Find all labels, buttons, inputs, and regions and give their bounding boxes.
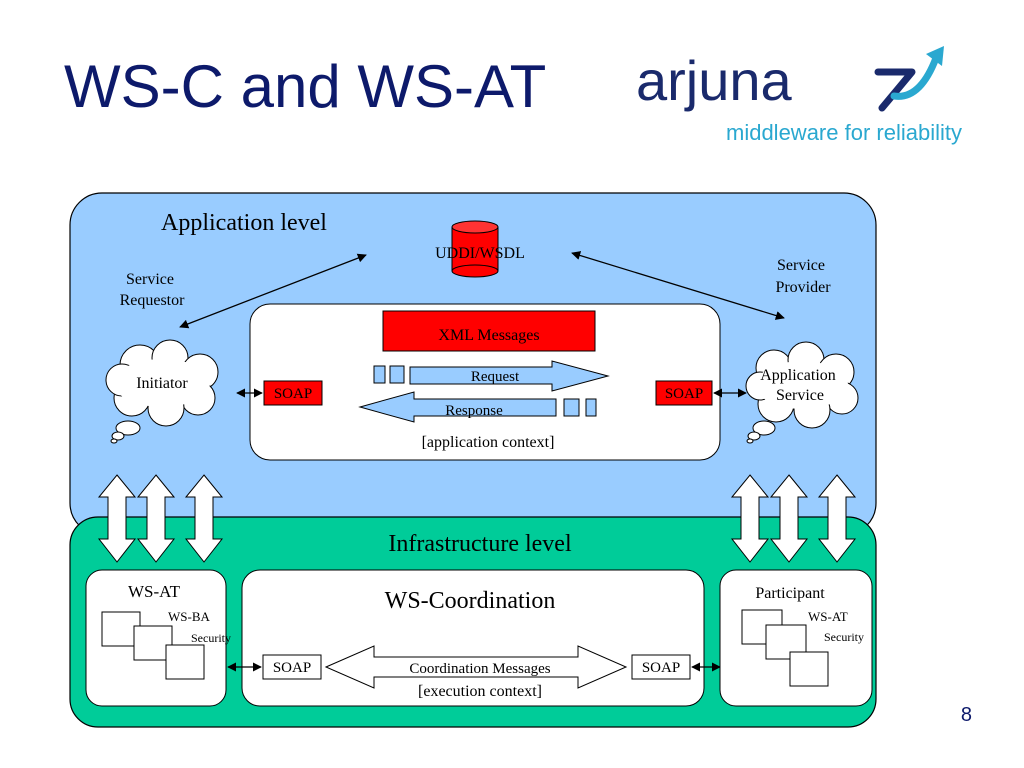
- coordination-soap-left-box: [262, 654, 322, 680]
- provider-registry-arrow: [571, 251, 785, 320]
- vertical-double-arrow: [730, 474, 770, 563]
- application-service-label: Application Service: [760, 367, 840, 404]
- vertical-double-arrow: [817, 474, 857, 563]
- right-interface-arrows: [730, 474, 857, 563]
- arjuna-logo: arjuna middleware for reliability: [636, 46, 962, 145]
- coordination-soap-right-label: SOAP: [642, 660, 680, 676]
- vertical-double-arrow: [97, 474, 137, 563]
- left-interface-arrows: [97, 474, 224, 563]
- ws-ba-label: WS-BA: [168, 609, 211, 624]
- soap-right-box: [655, 380, 713, 406]
- soap-right-label: SOAP: [665, 386, 703, 402]
- participant-title: Participant: [755, 585, 825, 602]
- ws-at-title: WS-AT: [128, 582, 181, 601]
- request-packet: [373, 365, 386, 384]
- initiator-label: Initiator: [136, 375, 188, 392]
- participant-ws-at-label: WS-AT: [808, 609, 848, 624]
- page-number: 8: [960, 704, 972, 726]
- xml-messages-label: XML Messages: [438, 327, 539, 344]
- response-packet: [585, 398, 597, 417]
- requestor-registry-arrow: [179, 253, 367, 329]
- vertical-double-arrow: [769, 474, 809, 563]
- participant-security-label: Security: [824, 630, 864, 644]
- response-packet: [563, 398, 580, 417]
- soap-left-label: SOAP: [274, 386, 312, 402]
- execution-context-label: [execution context]: [418, 683, 542, 700]
- ws-at-security-label: Security: [191, 631, 231, 645]
- security-layer-box: [165, 644, 205, 680]
- coordination-soap-right-box: [631, 654, 691, 680]
- application-service-cloud: [745, 341, 859, 444]
- vertical-double-arrow: [136, 474, 176, 563]
- application-context-label: [application context]: [422, 434, 555, 451]
- logo-tagline: middleware for reliability: [726, 120, 962, 145]
- registry-database-icon: [451, 220, 499, 278]
- vertical-double-arrow: [184, 474, 224, 563]
- coordination-messages-arrow: [324, 645, 628, 689]
- logo-mark-icon: [874, 46, 944, 112]
- coordination-messages-label: Coordination Messages: [409, 661, 550, 677]
- request-label: Request: [471, 369, 520, 385]
- participant-security-layer-box: [789, 651, 829, 687]
- soap-left-box: [263, 380, 323, 406]
- response-arrow: [358, 391, 557, 423]
- request-arrow: [409, 360, 610, 392]
- response-label: Response: [445, 403, 503, 419]
- infrastructure-level-label: Infrastructure level: [388, 531, 572, 557]
- logo-brand: arjuna: [636, 49, 793, 112]
- initiator-cloud: [105, 339, 219, 444]
- application-level-label: Application level: [161, 210, 327, 236]
- service-requestor-label: Service Requestor: [120, 271, 186, 309]
- coordination-soap-left-label: SOAP: [273, 660, 311, 676]
- ws-coordination-title: WS-Coordination: [385, 588, 556, 614]
- request-packet: [389, 365, 405, 384]
- registry-label: UDDI/WSDL: [435, 245, 525, 262]
- slide-title: WS-C and WS-AT: [64, 53, 547, 120]
- service-provider-label: Service Provider: [775, 257, 831, 296]
- xml-messages-box: [382, 310, 596, 352]
